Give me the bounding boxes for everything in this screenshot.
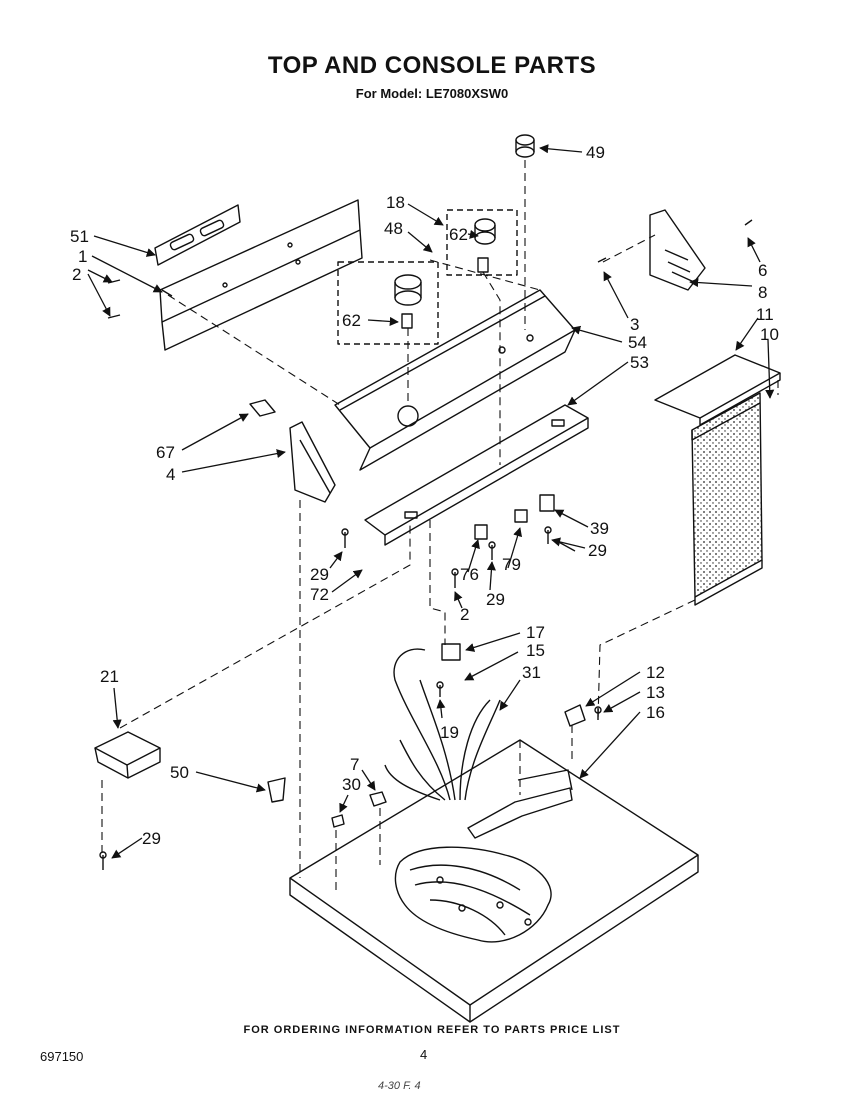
page-number: 4 [420,1047,428,1062]
label-67: 67 [156,443,175,462]
label-39: 39 [590,519,609,538]
wiring-harness-lower [394,846,552,943]
label-51: 51 [70,227,89,246]
ordering-footer: FOR ORDERING INFORMATION REFER TO PARTS … [243,1024,621,1036]
console-rear-panel [154,199,363,351]
label-1: 1 [78,247,87,266]
lint-screen-cover [654,354,781,426]
label-29: 29 [310,565,329,584]
label-2: 2 [460,605,469,624]
console-body [334,289,576,471]
endcap-right [649,209,706,291]
label-30: 30 [342,775,361,794]
label-4: 4 [166,465,175,484]
label-15: 15 [526,641,545,660]
label-8: 8 [758,283,767,302]
label-29: 29 [588,541,607,560]
top-panel [289,739,699,1023]
label-76: 76 [460,565,479,584]
label-6: 6 [758,261,767,280]
label-7: 7 [350,755,359,774]
label-29: 29 [142,829,161,848]
assembly-lines [101,160,779,890]
knob-48 [337,261,439,345]
label-29: 29 [486,590,505,609]
label-18: 18 [386,193,405,212]
label-10: 10 [760,325,779,344]
terminal-block [94,731,161,779]
label-48: 48 [384,219,403,238]
knob-18 [446,209,518,276]
label-79: 79 [502,555,521,574]
label-12: 12 [646,663,665,682]
model-subtitle: For Model: LE7080XSW0 [355,86,509,101]
label-49: 49 [586,143,605,162]
label-53: 53 [630,353,649,372]
label-2: 2 [72,265,81,284]
page-title: TOP AND CONSOLE PARTS [267,52,597,79]
label-72: 72 [310,585,329,604]
small-parts [99,219,753,870]
label-11: 11 [756,305,774,324]
label-19: 19 [440,723,459,742]
label-3: 3 [630,315,639,334]
label-50: 50 [170,763,189,782]
label-17: 17 [526,623,545,642]
label-62: 62 [449,225,468,244]
label-31: 31 [522,663,541,682]
console-lower-trim [364,404,589,546]
wiring-harness-upper [384,643,501,801]
label-13: 13 [646,683,665,702]
label-16: 16 [646,703,665,722]
handwritten-note: 4-30 F. 4 [378,1080,421,1092]
clip-67 [249,399,276,417]
lint-filter [691,392,763,606]
endcap-left [289,421,336,503]
label-62: 62 [342,311,361,330]
leader-arrows [87,144,775,859]
knob-49 [515,134,535,158]
label-21: 21 [100,667,119,686]
part-number-labels: 51 1 2 18 48 62 62 49 6 8 3 54 53 11 10 … [70,143,779,848]
document-number: 697150 [40,1049,84,1064]
label-54: 54 [628,333,647,352]
